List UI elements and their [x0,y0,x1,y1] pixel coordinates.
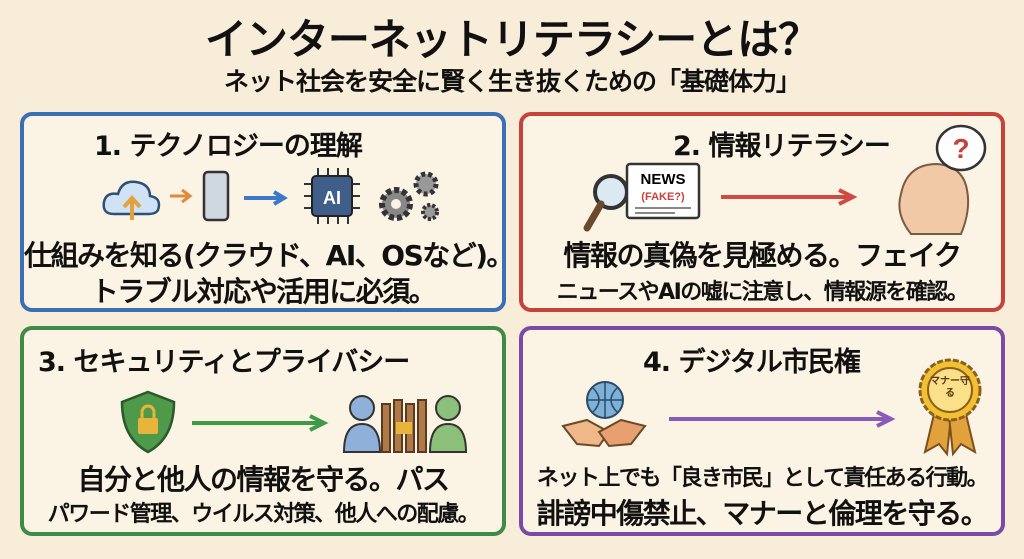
medal-icon: マナー守る [918,358,982,457]
globe-handshake-icon [561,381,647,448]
icon-row: マナー守る [523,358,1001,457]
card-text-line1: ネット上でも「良き市民」として責任ある行動。 [536,466,989,491]
arrow-icon [721,188,858,206]
card-text-line2: パワード管理、ウイルス対策、他人への配慮。 [47,502,480,527]
gears-icon [379,171,439,221]
fake-label: (FAKE?) [641,191,685,203]
shield-lock-icon [120,390,176,454]
arrow-icon [170,188,193,204]
card-text-line2: トラブル対応や活用に必須。 [90,275,437,308]
smartphone-icon [202,170,230,222]
arrow-icon [192,414,329,432]
card-technology: 1. テクノロジーの理解 AI 仕組みを知る(クラウド、AI、OSなど)。 トラ… [20,112,515,312]
magnifier-icon [583,174,629,232]
users-fence-icon [342,395,468,453]
question-label: ? [952,133,969,164]
newspaper-icon: NEWS (FAKE?) [625,162,701,220]
icon-row [24,388,502,458]
card-text-line1: 仕組みを知る(クラウド、AI、OSなど)。 [24,239,515,272]
card-text-line1: 情報の真偽を見極める。フェイク [563,239,962,272]
card-digital-citizenship: 4. デジタル市民権 マナー守る ネット上でも「良き市民」として責任ある行動。 … [519,326,1005,536]
arrow-icon [244,190,288,206]
news-label: NEWS [641,171,686,188]
card-information-literacy: 2. 情報リテラシー NEWS (FAKE?) ? 情報の真偽を見極める。フェイク… [519,112,1005,312]
chip-label: AI [323,188,341,208]
icon-row: AI [24,166,502,236]
thinking-head-icon: ? [898,124,987,235]
page-subtitle: ネット社会を安全に賢く生き抜くための「基礎体力」 [223,67,801,96]
icon-row: NEWS (FAKE?) ? [523,124,1001,235]
card-title: 1. テクノロジーの理解 [94,131,363,162]
cloud-upload-icon [102,180,161,220]
card-security-privacy: 3. セキュリティとプライバシー 自分と他人の情報を守る。パス パワード管理、ウ… [20,326,506,536]
card-text-line2: 誹謗中傷禁止、マナーと倫理を守る。 [536,497,989,530]
card-text-line2: ニュースやAIの嘘に注意し、情報源を確認。 [556,280,969,305]
card-text-line1: 自分と他人の情報を守る。パス [77,463,450,496]
page-title: インターネットリテラシーとは？ [204,15,820,64]
ai-chip-icon: AI [304,168,360,224]
arrow-icon [669,410,896,428]
card-title: 2. 情報リテラシー [673,131,891,162]
medal-label: マナー守る [930,376,970,399]
card-title: 3. セキュリティとプライバシー [38,347,410,378]
card-title: 4. デジタル市民権 [643,347,861,378]
